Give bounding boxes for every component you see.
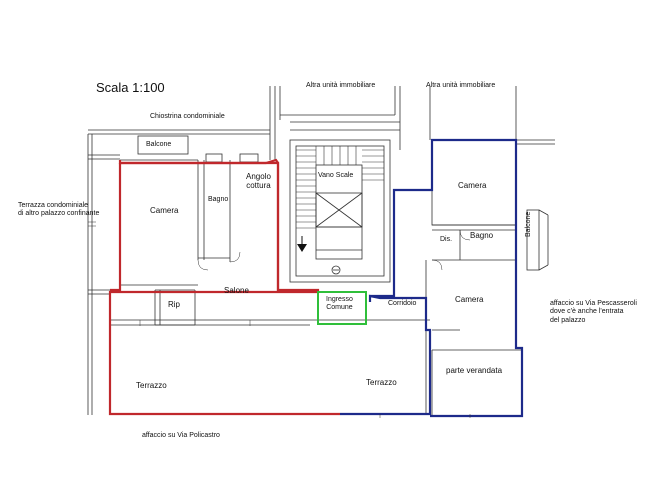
neighbor-unit-right-label: Altra unità immobiliare bbox=[426, 82, 496, 89]
room-bagno-left: Bagno bbox=[208, 196, 229, 203]
room-camera-right-top: Camera bbox=[458, 181, 487, 190]
unit-right-outline-north bbox=[370, 138, 524, 418]
side-terrace-label: Terrazza condominiale di altro palazzo c… bbox=[18, 202, 100, 218]
room-dis: Dis. bbox=[440, 236, 453, 243]
courtyard-label: Chiostrina condominiale bbox=[150, 113, 225, 120]
room-vano-scale: Vano Scale bbox=[318, 172, 354, 179]
entrance-symbol-icon bbox=[331, 265, 341, 275]
room-terrazzo-right: Terrazzo bbox=[366, 378, 397, 387]
room-ingresso-comune: Ingresso Comune bbox=[326, 296, 353, 312]
room-balcone-top: Balcone bbox=[146, 141, 172, 148]
room-bagno-right: Bagno bbox=[470, 231, 494, 240]
unit-left-outline-east bbox=[266, 161, 318, 293]
neighbor-unit-left-label: Altra unità immobiliare bbox=[306, 82, 376, 89]
doors bbox=[197, 229, 471, 271]
room-terrazzo-left: Terrazzo bbox=[136, 381, 167, 390]
room-angolo-cottura: Angolo cottura bbox=[246, 172, 271, 191]
room-parte-verandata: parte verandata bbox=[446, 366, 503, 375]
note-via-pescasseroli: affaccio su Via Pescasseroli dove c'è an… bbox=[550, 300, 637, 324]
room-rip: Rip bbox=[168, 300, 181, 309]
unit-left-outline-west bbox=[110, 163, 122, 292]
room-salone: Salone bbox=[224, 286, 249, 295]
window-marks bbox=[88, 221, 471, 418]
room-camera-left: Camera bbox=[150, 206, 179, 215]
unit-right-outline bbox=[340, 294, 432, 416]
stair-steps bbox=[296, 146, 384, 229]
walls bbox=[87, 86, 555, 415]
stair-arrow-icon bbox=[297, 236, 307, 252]
note-via-policastro: affaccio su Via Policastro bbox=[142, 432, 220, 439]
room-balcone-side: Balcone bbox=[525, 211, 532, 237]
room-camera-right: Camera bbox=[455, 295, 484, 304]
scale-label: Scala 1:100 bbox=[96, 80, 165, 95]
ingresso-outline bbox=[317, 291, 367, 325]
room-corridoio: Corridoio bbox=[388, 300, 417, 307]
